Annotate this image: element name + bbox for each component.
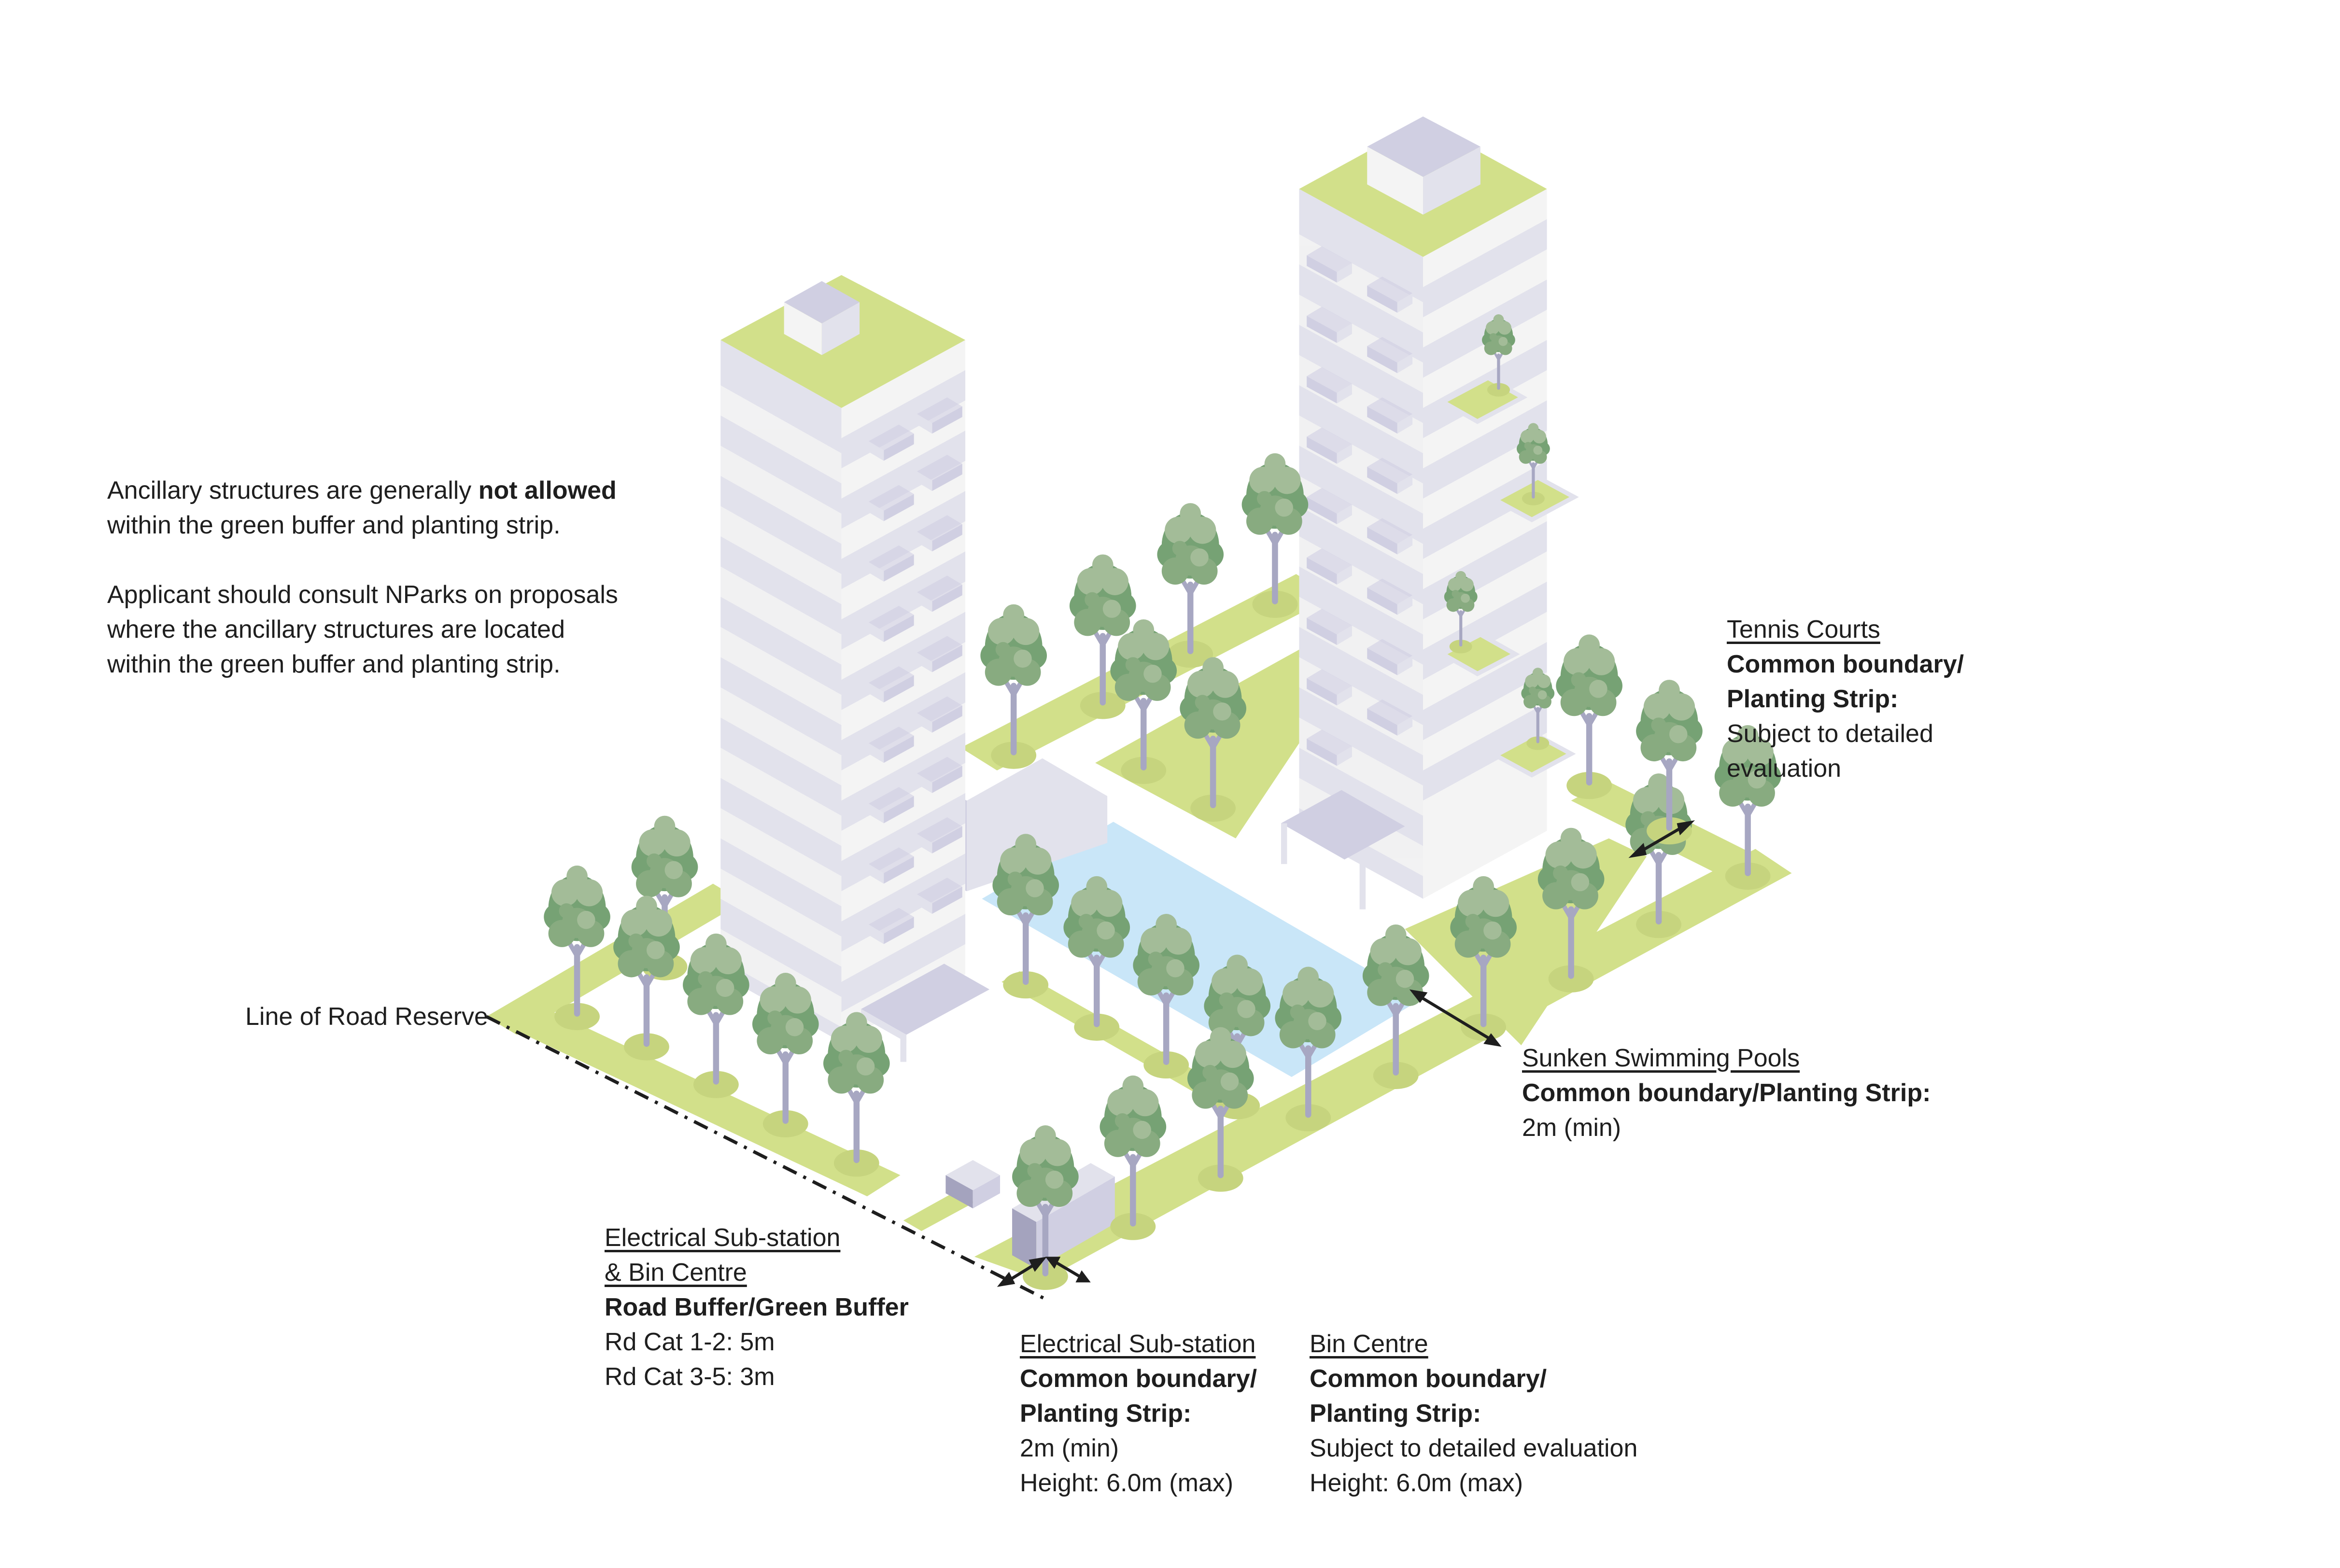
label-title: Electrical Sub-station — [605, 1224, 841, 1252]
label-text: 2m (min) — [1522, 1114, 1621, 1142]
right-tower — [1281, 116, 1579, 910]
road-buffer-strip-front — [486, 997, 901, 1197]
bin-centre-label: Bin Centre Common boundary/ Planting Str… — [1310, 1327, 1637, 1500]
label-title: Electrical Sub-station — [1020, 1330, 1256, 1358]
label-text: Subject to detailed evaluation — [1310, 1434, 1638, 1462]
note-text: Ancillary structures are generally — [107, 476, 479, 504]
dimension-arrows — [997, 820, 1695, 1287]
label-text: Height: 6.0m (max) — [1310, 1469, 1523, 1497]
note-text: where the ancillary structures are locat… — [107, 616, 565, 644]
road-reserve-line — [485, 1015, 1046, 1301]
label-title: & Bin Centre — [605, 1259, 747, 1287]
road-reserve-label: Line of Road Reserve — [245, 999, 488, 1034]
note-emphasis: not allowed — [478, 476, 617, 504]
label-title: Bin Centre — [1310, 1330, 1428, 1358]
road-reserve-text: Line of Road Reserve — [245, 1003, 488, 1031]
label-bold: Common boundary/ — [1310, 1365, 1547, 1393]
label-text: Rd Cat 3-5: 3m — [605, 1363, 775, 1391]
label-text: Height: 6.0m (max) — [1020, 1469, 1234, 1497]
bin-centre-structure — [945, 1160, 1001, 1209]
substation-strip — [903, 1190, 974, 1232]
label-bold: Planting Strip: — [1310, 1400, 1481, 1428]
substation-bin-centre-label: Electrical Sub-station & Bin Centre Road… — [605, 1220, 909, 1394]
label-bold: Common boundary/Planting Strip: — [1522, 1079, 1931, 1107]
label-bold: Planting Strip: — [1020, 1400, 1192, 1428]
label-title: Tennis Courts — [1727, 616, 1880, 644]
label-text: Rd Cat 1-2: 5m — [605, 1328, 775, 1356]
ancillary-structures-note: Ancillary structures are generally not a… — [107, 473, 618, 682]
label-bold: Common boundary/ — [1020, 1365, 1257, 1393]
label-bold: Planting Strip: — [1727, 685, 1899, 713]
swimming-pools-label: Sunken Swimming Pools Common boundary/Pl… — [1522, 1041, 1931, 1145]
road-buffer-strip-left — [486, 883, 744, 1035]
tennis-courts-label: Tennis Courts Common boundary/ Planting … — [1727, 612, 1964, 786]
note-text: Applicant should consult NParks on propo… — [107, 581, 618, 609]
label-text: Subject to detailed — [1727, 720, 1933, 748]
electrical-substation-label: Electrical Sub-station Common boundary/ … — [1020, 1327, 1257, 1500]
label-text: 2m (min) — [1020, 1434, 1119, 1462]
label-text: evaluation — [1727, 755, 1842, 783]
note-text: within the green buffer and planting str… — [107, 511, 561, 539]
label-bold: Road Buffer/Green Buffer — [605, 1293, 909, 1321]
label-bold: Common boundary/ — [1727, 650, 1964, 678]
label-title: Sunken Swimming Pools — [1522, 1044, 1800, 1072]
lawn-center — [1095, 649, 1299, 839]
note-text: within the green buffer and planting str… — [107, 650, 561, 678]
left-tower — [720, 275, 1108, 1062]
